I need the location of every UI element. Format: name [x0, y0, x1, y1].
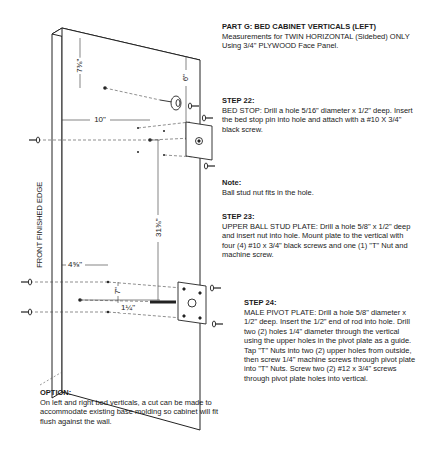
dimension-lines [62, 265, 66, 266]
panel [52, 28, 200, 430]
pivot-plate [188, 299, 196, 307]
dimension-lines [186, 57, 187, 70]
dimension-lines [80, 38, 81, 58]
dimension: 4⅝" [67, 260, 83, 269]
pivot-plate [150, 301, 176, 304]
cabinet-illustration [212, 321, 223, 327]
subtitle: Measurements for TWIN HORIZONTAL (Sidebe… [222, 32, 412, 51]
pivot-plate [199, 317, 201, 319]
pivot-plate [199, 292, 201, 294]
holes [78, 86, 165, 313]
holes [137, 151, 139, 153]
step-heading: STEP 22: [222, 96, 417, 105]
holes [163, 130, 165, 132]
dimension: 6" [181, 73, 190, 82]
ball-stud-plate [196, 138, 203, 145]
dimension-lines [118, 300, 119, 303]
note-text: Ball stud nut fits in the hole. [222, 188, 417, 197]
dimension-lines [110, 120, 150, 121]
pivot-plate [178, 282, 206, 324]
explode-lines [108, 312, 182, 318]
explode-lines [105, 88, 160, 100]
edge-label: FRONT FINISHED EDGE [35, 182, 44, 268]
ball-stud-plate [186, 122, 212, 160]
dimension-lines [85, 265, 108, 266]
cabinet-illustration [29, 137, 40, 143]
option-heading: OPTION: [40, 388, 230, 397]
cabinet-illustration [210, 285, 221, 291]
dimension-lines [158, 242, 159, 300]
ball-stud-plate [198, 140, 200, 142]
dimension-lines [118, 296, 119, 300]
dimension: 31⅜" [153, 218, 162, 238]
dimension-lines [62, 38, 186, 313]
dimension-lines [80, 74, 81, 88]
explode-lines [30, 312, 108, 313]
part-title: PART G: BED CABINET VERTICALS (LEFT) [222, 22, 417, 31]
pivot-plate [183, 288, 185, 290]
explode-lines [30, 282, 108, 283]
note-heading: Note: [222, 178, 417, 187]
ball-stud-plate [186, 122, 212, 160]
dimension: 1¼" [120, 303, 136, 312]
option-text: On left and right bed verticals, a cut c… [40, 398, 230, 426]
pivot-plate [183, 315, 185, 317]
explode-lines [38, 140, 150, 141]
bed-stop [160, 96, 181, 110]
panel [62, 28, 200, 430]
dimension: 7⅜" [75, 58, 84, 74]
cut-line [40, 372, 62, 385]
cabinet-illustration [202, 115, 213, 121]
dimension: 7" [113, 286, 122, 295]
step-text: BED STOP: Drill a hole 5/16" diameter x … [222, 106, 417, 134]
step-heading: STEP 24: [244, 298, 416, 307]
bed-stop [160, 100, 172, 102]
bed-stop [171, 96, 181, 110]
cabinet-illustration [21, 309, 32, 315]
dimension: 10" [93, 115, 107, 124]
cabinet-illustration [21, 279, 32, 285]
pivot-plate [150, 282, 206, 324]
cabinet-illustration [204, 163, 215, 169]
dimension-lines [158, 140, 159, 215]
panel [52, 28, 62, 398]
bed-stop [176, 100, 180, 107]
cabinet-illustration [188, 103, 199, 109]
step-text: UPPER BALL STUD PLATE: Drill a hole 5/8"… [222, 222, 417, 260]
cut-line [40, 372, 62, 385]
step-heading: STEP 23: [222, 212, 417, 221]
step-text: MALE PIVOT PLATE: Drill a hole 5/8" diam… [244, 308, 416, 383]
explode-lines [138, 122, 190, 128]
dimension-lines [62, 120, 90, 121]
